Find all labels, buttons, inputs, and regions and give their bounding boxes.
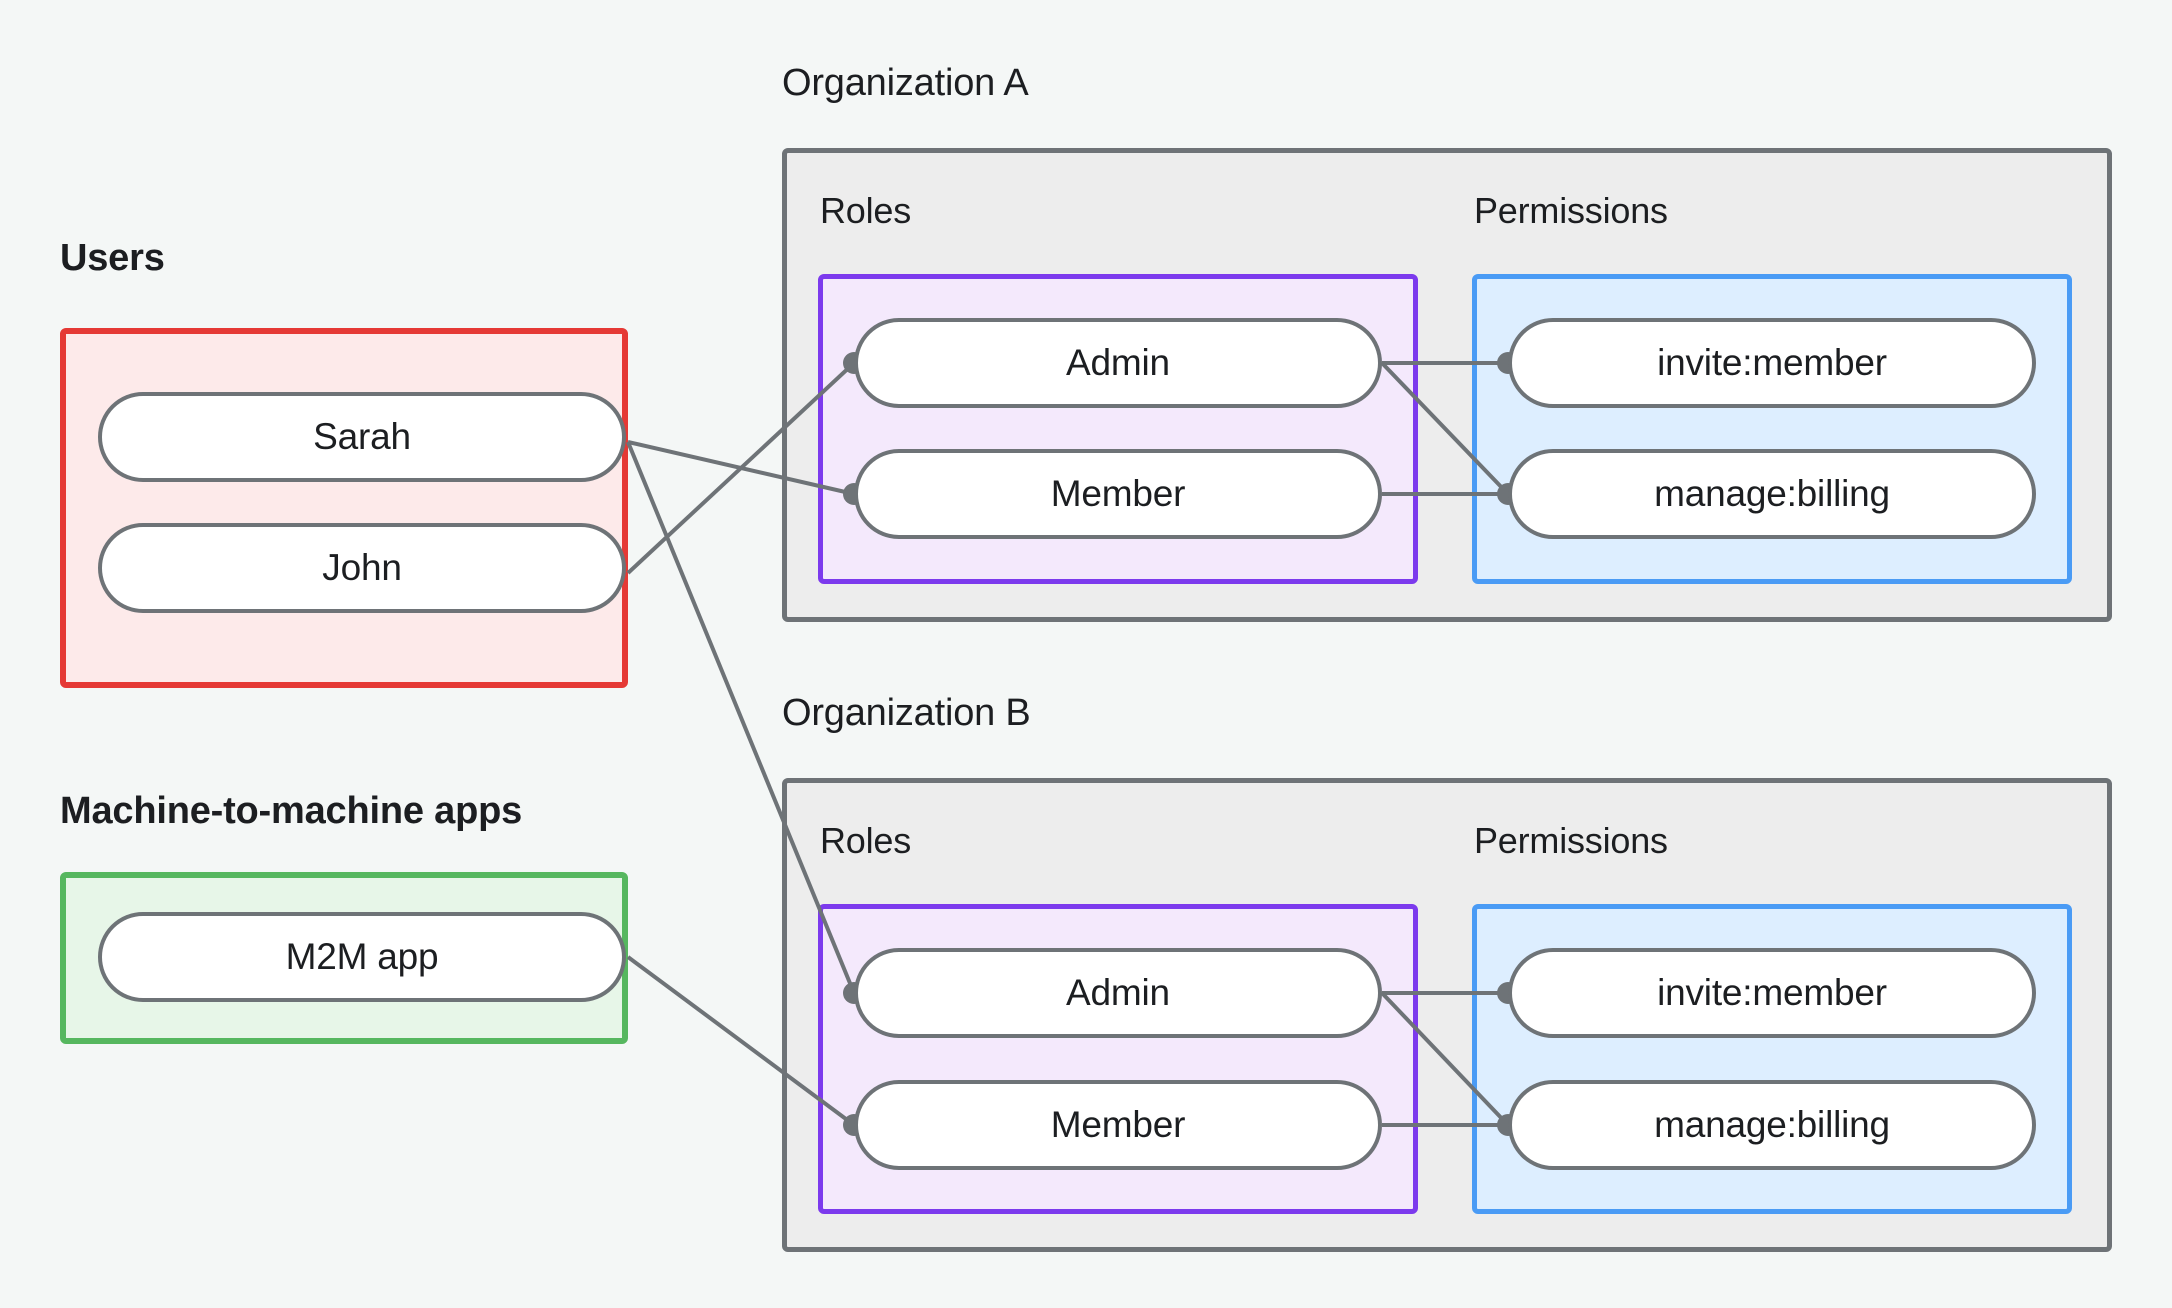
users-container [60,328,628,688]
organization-b-permission-invite-member[interactable]: invite:member [1508,948,2036,1038]
organization-b-roles-label: Roles [820,820,912,861]
organization-a-title: Organization A [782,62,1029,104]
organization-a-permission-invite-member[interactable]: invite:member [1508,318,2036,408]
machine-apps-section-title: Machine-to-machine apps [60,790,523,832]
organization-a-roles-label: Roles [820,190,912,231]
organization-a-permissions-label: Permissions [1474,190,1668,231]
organization-a-role-admin[interactable]: Admin [854,318,1382,408]
node-user-john[interactable]: John [98,523,626,613]
node-m2m-app[interactable]: M2M app [98,912,626,1002]
organization-b-role-admin[interactable]: Admin [854,948,1382,1038]
users-section-title: Users [60,237,165,279]
organization-b-permissions-label: Permissions [1474,820,1668,861]
organization-b-role-member[interactable]: Member [854,1080,1382,1170]
organization-b-title: Organization B [782,692,1031,734]
organization-b-permission-manage-billing[interactable]: manage:billing [1508,1080,2036,1170]
organization-a-role-member[interactable]: Member [854,449,1382,539]
organization-a-permission-manage-billing[interactable]: manage:billing [1508,449,2036,539]
node-user-sarah[interactable]: Sarah [98,392,626,482]
